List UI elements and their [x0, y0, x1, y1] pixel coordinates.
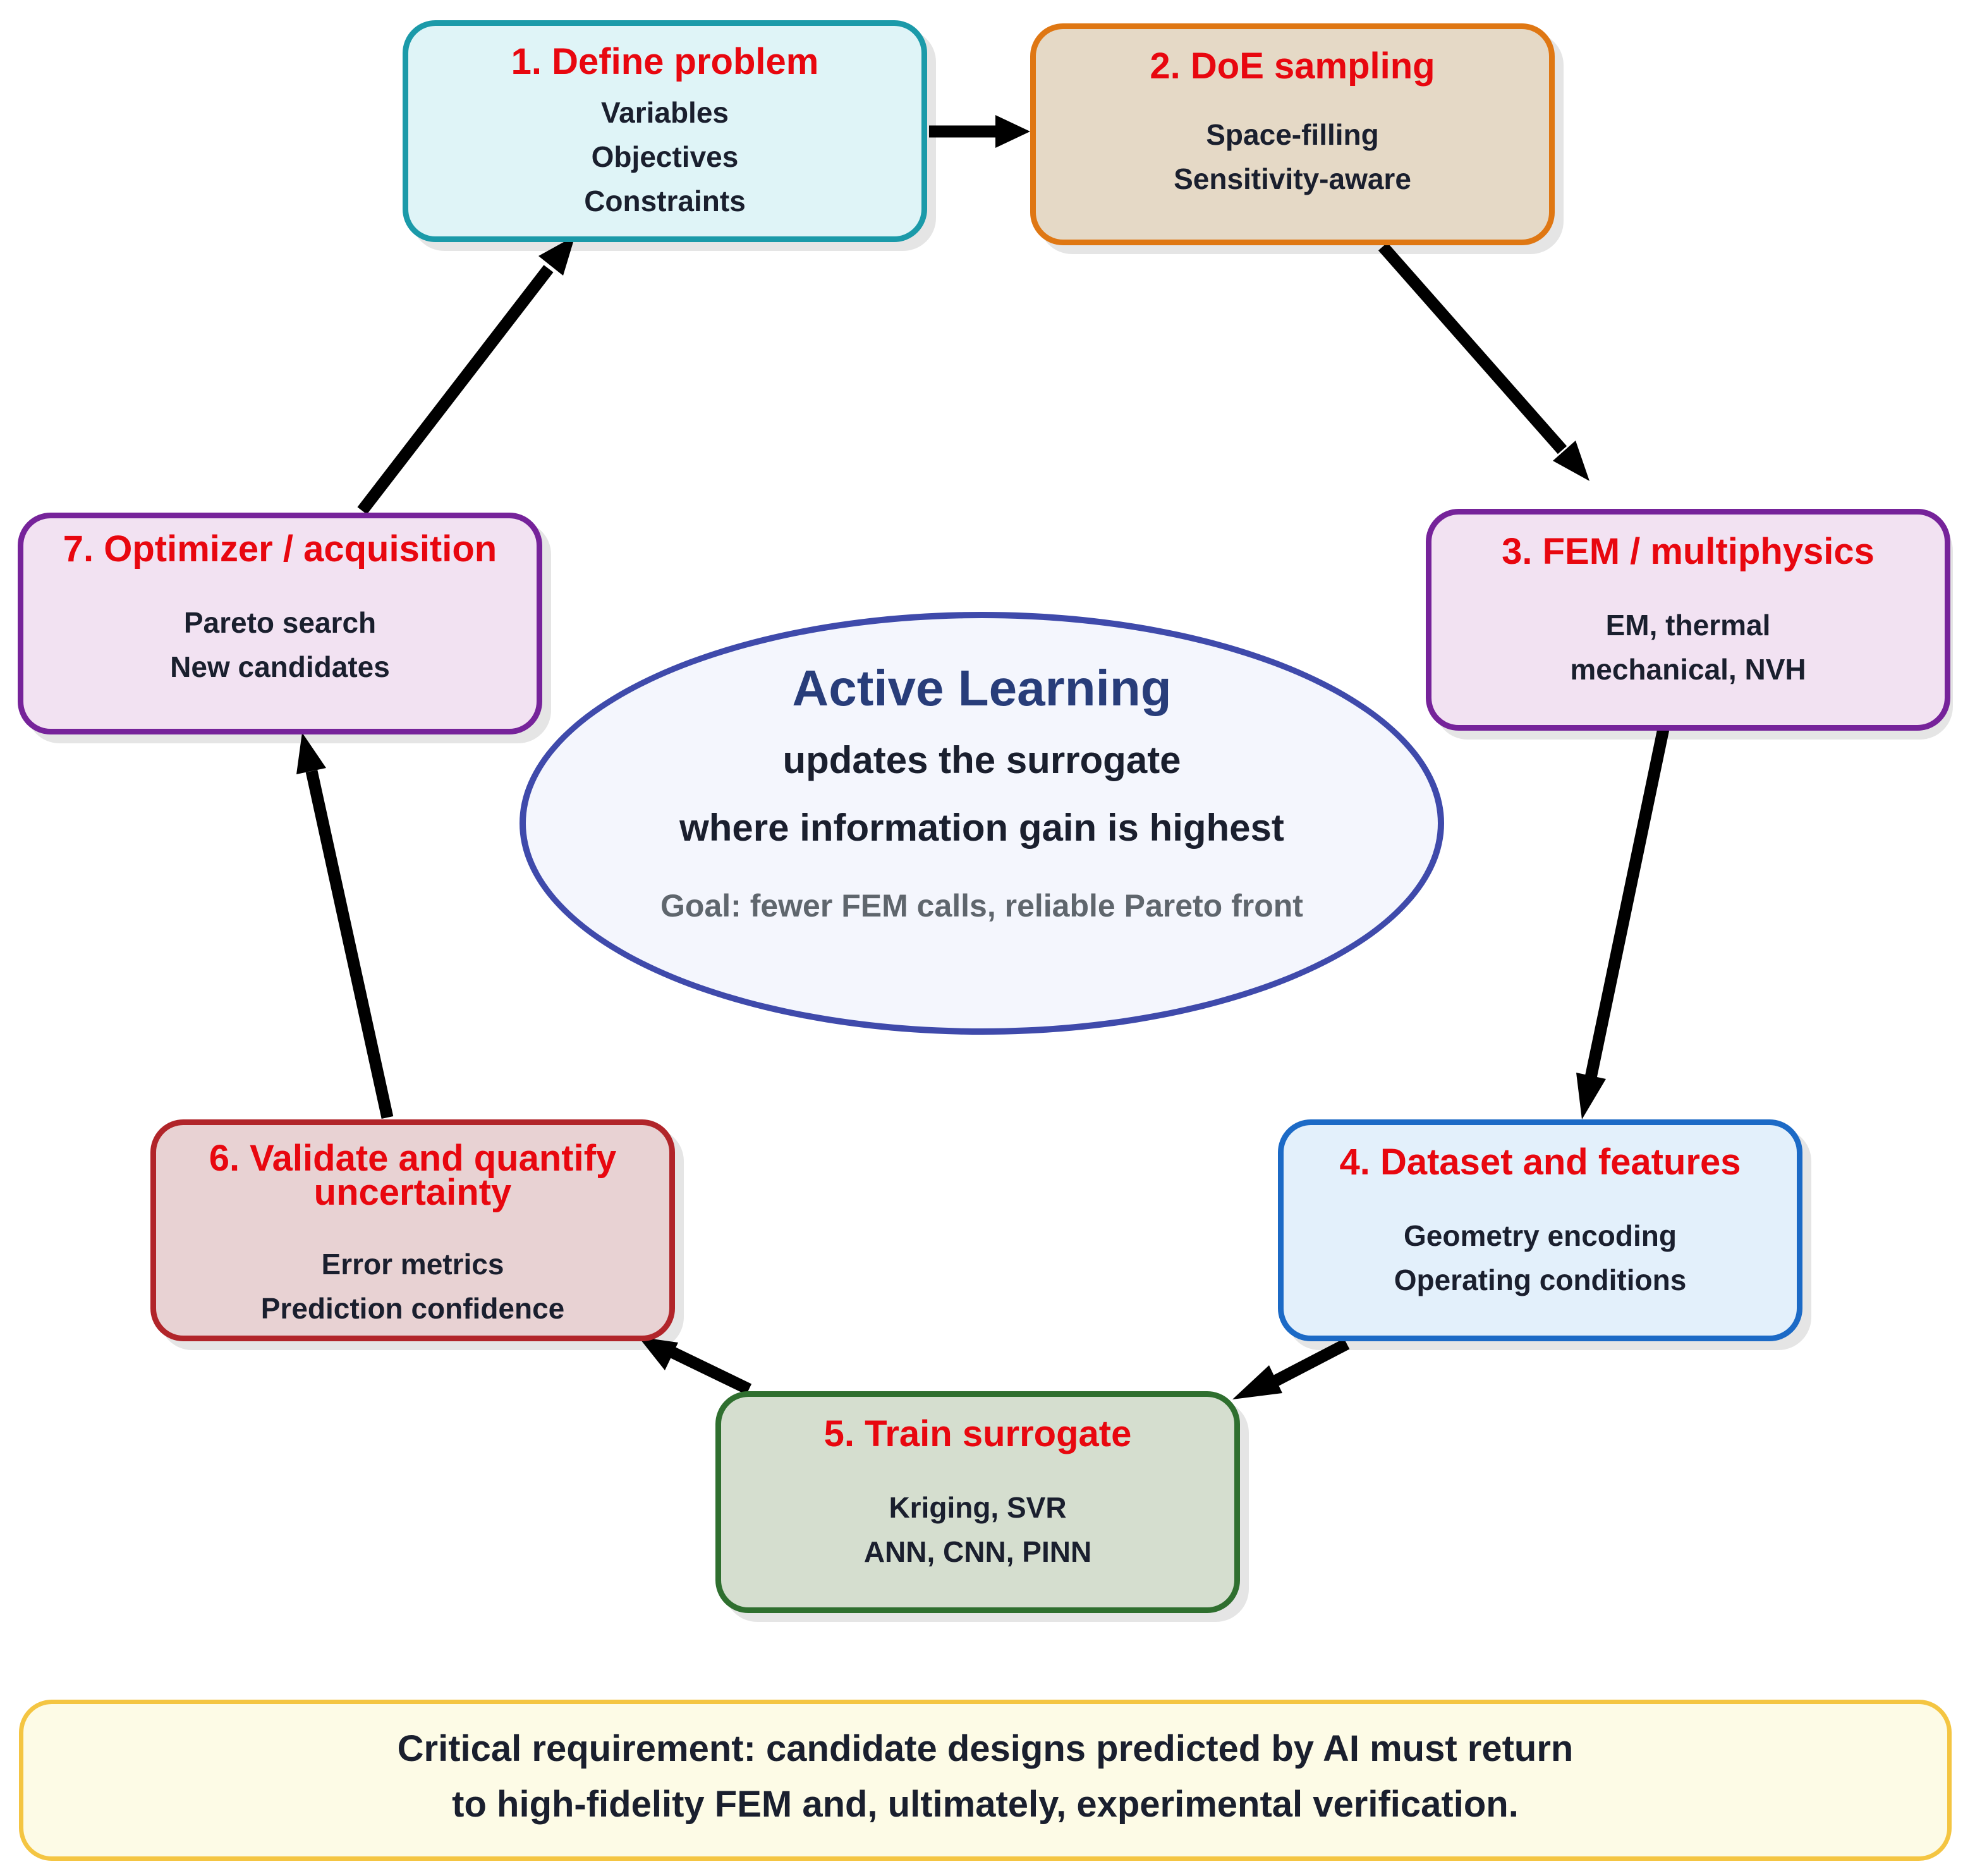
step-title: 6. Validate and quantify uncertainty [209, 1138, 617, 1213]
arrow-7-to-1 [357, 236, 575, 515]
step-detail-line: Sensitivity-aware [1174, 162, 1411, 195]
step-dataset-features: 4. Dataset and features Geometry encodin… [1278, 1119, 1802, 1341]
arrow-6-to-7 [296, 733, 394, 1119]
step-detail-line: Constraints [584, 185, 746, 217]
center-subtitle-line: updates the surrogate [782, 739, 1181, 781]
arrow-2-to-3 [1378, 242, 1589, 481]
active-learning-ellipse: Active Learning updates the surrogate wh… [520, 612, 1444, 1035]
note-line: to high-fidelity FEM and, ultimately, ex… [452, 1784, 1519, 1825]
step-detail-line: Operating conditions [1394, 1264, 1687, 1296]
center-goal: Goal: fewer FEM calls, reliable Pareto f… [660, 888, 1303, 923]
step-detail-line: Space-filling [1206, 118, 1379, 151]
step-detail-line: Prediction confidence [260, 1292, 565, 1325]
step-validate-uncertainty: 6. Validate and quantify uncertainty Err… [150, 1119, 675, 1341]
center-heading: Active Learning [792, 660, 1172, 716]
step-title: 3. FEM / multiphysics [1502, 531, 1875, 572]
arrow-1-to-2 [929, 115, 1030, 148]
step-optimizer-acquisition: 7. Optimizer / acquisition Pareto search… [18, 513, 542, 734]
step-detail-line: EM, thermal [1605, 609, 1771, 642]
step-details: Error metrics Prediction confidence [156, 1242, 669, 1331]
step-title: 4. Dataset and features [1339, 1142, 1741, 1183]
step-detail-line: Variables [600, 96, 729, 129]
step-doe-sampling: 2. DoE sampling Space-filling Sensitivit… [1030, 23, 1555, 245]
arrow-3-to-4 [1576, 728, 1670, 1119]
step-detail-line: Kriging, SVR [889, 1491, 1067, 1524]
step-details: Variables Objectives Constraints [408, 90, 921, 223]
step-details: Space-filling Sensitivity-aware [1036, 113, 1549, 201]
step-detail-line: Objectives [591, 140, 739, 173]
step-detail-line: ANN, CNN, PINN [863, 1535, 1092, 1568]
step-detail-line: Pareto search [183, 606, 377, 639]
step-detail-line: Geometry encoding [1404, 1219, 1677, 1252]
step-title: 1. Define problem [511, 41, 819, 82]
step-details: Geometry encoding Operating conditions [1284, 1214, 1797, 1302]
step-train-surrogate: 5. Train surrogate Kriging, SVR ANN, CNN… [715, 1391, 1240, 1613]
step-detail-line: New candidates [170, 650, 390, 683]
step-title: 5. Train surrogate [823, 1413, 1132, 1454]
step-title: 7. Optimizer / acquisition [63, 528, 497, 570]
arrow-5-to-6 [638, 1337, 752, 1395]
step-details: EM, thermal mechanical, NVH [1431, 603, 1945, 691]
step-title: 2. DoE sampling [1150, 46, 1435, 87]
note-line: Critical requirement: candidate designs … [397, 1728, 1574, 1769]
step-detail-line: Error metrics [321, 1248, 504, 1281]
step-define-problem: 1. Define problem Variables Objectives C… [403, 20, 927, 242]
step-fem-multiphysics: 3. FEM / multiphysics EM, thermal mechan… [1426, 509, 1950, 731]
critical-requirement-note: Critical requirement: candidate designs … [19, 1700, 1952, 1861]
step-details: Pareto search New candidates [23, 600, 537, 689]
arrow-4-to-5 [1232, 1338, 1350, 1399]
center-subtitle-line: where information gain is highest [679, 807, 1284, 849]
step-details: Kriging, SVR ANN, CNN, PINN [721, 1485, 1234, 1574]
step-detail-line: mechanical, NVH [1570, 653, 1806, 686]
